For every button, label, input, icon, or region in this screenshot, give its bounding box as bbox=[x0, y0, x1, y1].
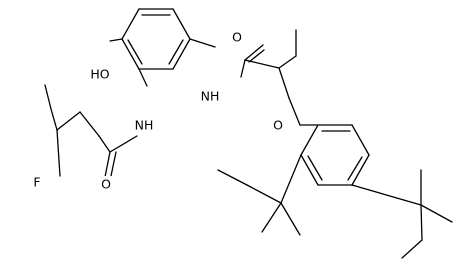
svg-text:F: F bbox=[33, 175, 40, 190]
carbonyl-oxygen-right-label: O bbox=[230, 29, 244, 45]
para-tert-pentyl bbox=[351, 169, 453, 259]
butanamide-chain bbox=[189, 29, 297, 99]
svg-text:O: O bbox=[273, 118, 283, 133]
svg-text:O: O bbox=[232, 30, 242, 45]
carbonyl-oxygen-left-label: O bbox=[99, 176, 113, 192]
svg-text:O: O bbox=[101, 177, 111, 192]
svg-text:HO: HO bbox=[90, 67, 109, 82]
svg-text:NH: NH bbox=[201, 89, 220, 104]
hydroxyl-label: HO bbox=[88, 66, 112, 82]
amide-nh-right-label: NH bbox=[198, 88, 222, 104]
svg-text:NH: NH bbox=[135, 118, 154, 133]
ether-oxygen-label: O bbox=[271, 117, 285, 133]
ortho-tert-pentyl bbox=[217, 154, 302, 236]
fluoropentanamide-chain bbox=[44, 68, 148, 178]
amide-nh-left-label: NH bbox=[132, 117, 156, 133]
aryl-ether-ring bbox=[288, 97, 370, 186]
hydroxyl-group bbox=[109, 38, 123, 42]
central-benzene-ring bbox=[121, 8, 191, 70]
fluorine-label: F bbox=[30, 174, 44, 190]
